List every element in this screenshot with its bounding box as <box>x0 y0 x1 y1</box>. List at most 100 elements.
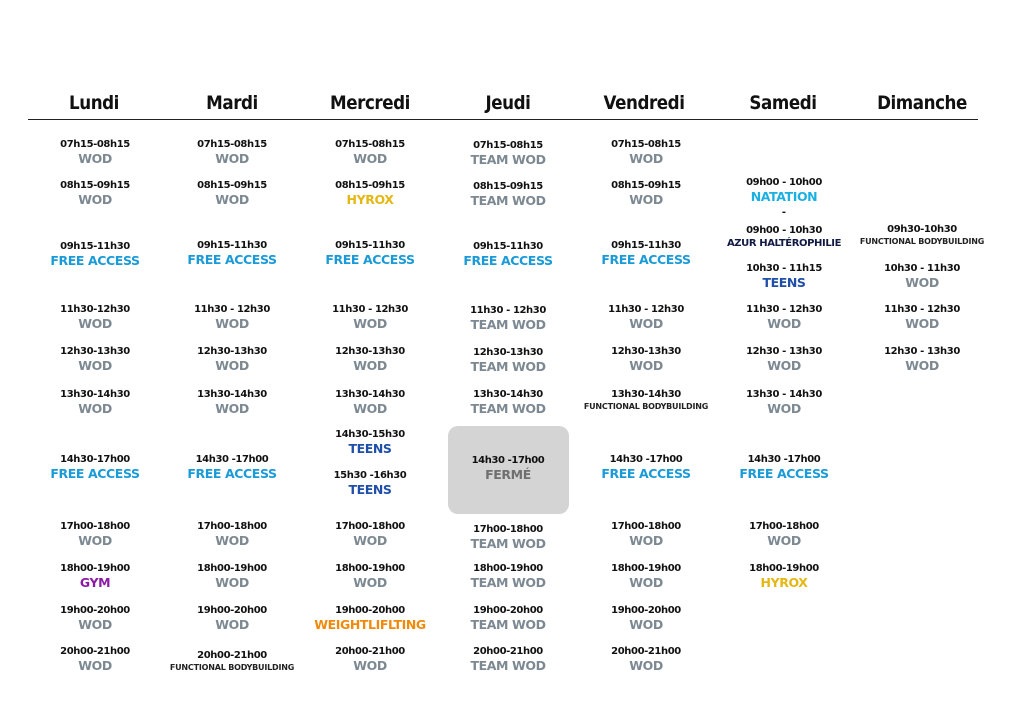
slot-time: 20h00-21h00 <box>197 650 267 661</box>
slot-activity: WOD <box>78 617 112 632</box>
slot-activity: WOD <box>905 275 939 290</box>
day-header-vendredi: Vendredi <box>603 92 685 114</box>
slot-activity: FREE ACCESS <box>187 466 277 481</box>
slot-activity: FERMÉ <box>485 467 531 482</box>
slot-time: 17h00-18h00 <box>749 521 819 532</box>
slot-activity: WOD <box>215 575 249 590</box>
slot-activity: WOD <box>78 151 112 166</box>
slot-time: 09h15-11h30 <box>197 240 267 251</box>
slot-time: 18h00-19h00 <box>473 563 543 574</box>
slot-time: 08h15-09h15 <box>473 181 543 192</box>
slot-activity: WEIGHTLIFLTING <box>314 617 426 632</box>
slot-time: 20h00-21h00 <box>611 646 681 657</box>
day-header-jeudi: Jeudi <box>485 92 531 114</box>
slot-time: 08h15-09h15 <box>335 180 405 191</box>
slot-activity: WOD <box>78 192 112 207</box>
slot-activity: HYROX <box>346 192 394 207</box>
slot-time: 07h15-08h15 <box>60 139 130 150</box>
slot-time: 11h30-12h30 <box>60 304 130 315</box>
slot-time: 13h30-14h30 <box>197 389 267 400</box>
day-header-mardi: Mardi <box>206 92 258 114</box>
slot-time: 14h30-15h30 <box>335 429 405 440</box>
slot-activity: WOD <box>629 575 663 590</box>
slot-separator: - <box>709 208 859 218</box>
slot-activity: WOD <box>353 575 387 590</box>
slot-activity: WOD <box>78 533 112 548</box>
slot-activity: WOD <box>215 401 249 416</box>
slot-time: 07h15-08h15 <box>197 139 267 150</box>
slot-time: 13h30 - 14h30 <box>746 389 822 400</box>
slot-time: 10h30 - 11h30 <box>884 263 960 274</box>
slot-time: 10h30 - 11h15 <box>746 263 822 274</box>
slot-time: 11h30 - 12h30 <box>884 304 960 315</box>
slot-activity: WOD <box>905 358 939 373</box>
slot-activity: WOD <box>629 151 663 166</box>
slot-time: 07h15-08h15 <box>611 139 681 150</box>
header-divider <box>28 119 978 120</box>
slot-activity: WOD <box>215 316 249 331</box>
slot-activity: AZUR HALTÉROPHILIE <box>726 238 842 249</box>
slot-time: 13h30-14h30 <box>611 389 681 400</box>
slot-time: 12h30 - 13h30 <box>884 346 960 357</box>
slot-activity: WOD <box>353 316 387 331</box>
slot-time: 14h30 -17h00 <box>747 454 821 465</box>
slot-time: 17h00-18h00 <box>197 521 267 532</box>
slot-activity: FUNCTIONAL BODYBUILDING <box>583 402 709 411</box>
slot-activity: TEENS <box>762 275 806 290</box>
day-header-samedi: Samedi <box>749 92 817 114</box>
slot-activity: FREE ACCESS <box>50 466 140 481</box>
slot-activity: WOD <box>215 617 249 632</box>
slot-activity: TEAM WOD <box>470 193 546 208</box>
slot-activity: WOD <box>767 358 801 373</box>
slot-activity: WOD <box>78 658 112 673</box>
slot-activity: WOD <box>629 358 663 373</box>
slot-time: 18h00-19h00 <box>611 563 681 574</box>
slot-time: 12h30-13h30 <box>335 346 405 357</box>
slot-time: 17h00-18h00 <box>611 521 681 532</box>
day-header-mercredi: Mercredi <box>330 92 410 114</box>
slot-activity: TEAM WOD <box>470 658 546 673</box>
slot-activity: WOD <box>215 358 249 373</box>
slot-time: 19h00-20h00 <box>473 605 543 616</box>
slot-activity: WOD <box>215 533 249 548</box>
slot-activity: WOD <box>353 358 387 373</box>
slot-time: 20h00-21h00 <box>473 646 543 657</box>
